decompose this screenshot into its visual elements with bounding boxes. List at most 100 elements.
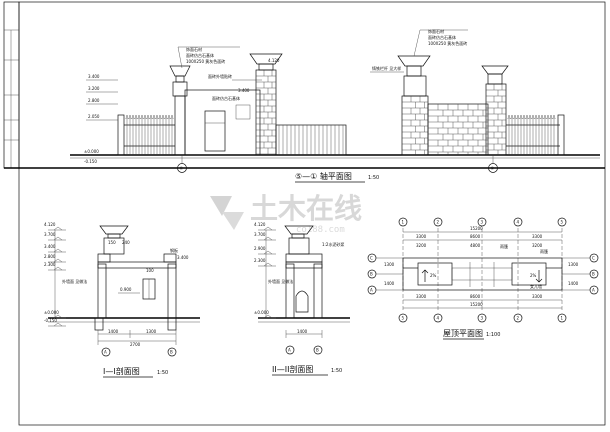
callout-text: 饰面石材 — [186, 46, 202, 52]
section-note: 钢板 — [170, 247, 178, 253]
picket-spear — [128, 114, 132, 120]
svg-text:2.800: 2.800 — [88, 98, 100, 103]
view-scale: 1:100 — [486, 332, 500, 338]
svg-text:1400: 1400 — [568, 281, 579, 286]
level-label: 2.900 — [254, 246, 266, 251]
svg-text:1400: 1400 — [384, 281, 395, 286]
svg-text:15200: 15200 — [470, 226, 483, 231]
view-scale: 1:50 — [331, 368, 342, 374]
view-title: ⑤—① 轴平面图 — [295, 171, 352, 181]
level-symbol — [53, 258, 63, 263]
axis-bubble — [513, 313, 523, 323]
level-label: 2.300 — [254, 258, 266, 263]
level-label: 4.120 — [254, 222, 266, 227]
roof-note: 雨篷 — [500, 243, 508, 249]
level-symbol — [53, 266, 63, 271]
level-symbol — [263, 314, 273, 319]
svg-text:1300: 1300 — [568, 262, 579, 267]
section-note: 3.400 — [177, 255, 189, 260]
svg-text:3.200: 3.200 — [88, 86, 100, 91]
view-scale: 1:50 — [368, 175, 379, 181]
svg-text:3.400: 3.400 — [238, 88, 250, 93]
level-label: 2.300 — [44, 262, 56, 267]
svg-text:150: 150 — [108, 240, 116, 245]
level-label: ±0.000 — [254, 310, 269, 315]
axis-label: 3 — [481, 220, 484, 225]
svg-text:3300: 3300 — [416, 234, 427, 239]
picket-spear — [543, 114, 547, 120]
picket-spear — [519, 114, 523, 120]
axis-label: B — [316, 348, 319, 353]
svg-text:-0.150: -0.150 — [84, 159, 97, 164]
picket-spear — [534, 114, 538, 120]
callout-left: 饰面石材 面砖仿古石基体 100X250 黄灰色面砖 面砖外墙贴砖 面砖仿古石基… — [177, 46, 262, 101]
level-symbol — [263, 236, 273, 241]
picket-spear — [525, 114, 529, 120]
axis-label: ⑤ — [180, 166, 184, 171]
svg-text:15200: 15200 — [470, 302, 483, 307]
level-symbol — [53, 236, 63, 241]
svg-text:100: 100 — [146, 268, 154, 273]
roof-note: 雨篷 — [540, 248, 548, 254]
view-title: I—I剖面图 — [103, 366, 140, 376]
picket-spear — [134, 114, 138, 120]
picket-spear — [149, 114, 153, 120]
left-lamp-urn — [169, 65, 191, 97]
section-note: 0.900 — [120, 287, 132, 292]
picket-spear — [531, 114, 535, 120]
svg-text:8600: 8600 — [470, 294, 481, 299]
picket-spear — [161, 114, 165, 120]
callout-text: 100X250 黄灰色面砖 — [428, 40, 467, 46]
picket-spear — [516, 114, 520, 120]
picket-spear — [152, 114, 156, 120]
axis-label: B — [592, 272, 595, 277]
view-scale: 1:50 — [157, 370, 168, 376]
picket-spear — [513, 114, 517, 120]
axis-bubble — [433, 313, 443, 323]
view-title: 屋顶平面图 — [443, 329, 483, 338]
svg-text:4800: 4800 — [470, 243, 481, 248]
picket-spear — [510, 114, 514, 120]
front-elevation: 饰面石材 面砖仿古石基体 100X250 黄灰色面砖 面砖外墙贴砖 面砖仿古石基… — [70, 28, 600, 183]
svg-text:1400: 1400 — [108, 329, 119, 334]
picket-spear — [158, 114, 162, 120]
picket-spear — [167, 114, 171, 120]
picket-spear — [528, 114, 532, 120]
picket-spear — [164, 114, 168, 120]
left-iron-fence — [117, 114, 175, 156]
svg-text:2.050: 2.050 — [88, 114, 100, 119]
picket-spear — [540, 114, 544, 120]
axis-label: B — [170, 350, 173, 355]
picket-spear — [522, 114, 526, 120]
axis-bubble — [477, 313, 487, 323]
guard-door — [204, 110, 226, 152]
right-brick-wall — [427, 103, 489, 156]
picket-spear — [549, 114, 553, 120]
svg-text:3300: 3300 — [416, 294, 427, 299]
picket-spear — [170, 114, 174, 120]
watermark-url: co188.com — [296, 225, 345, 235]
far-right-pier — [481, 65, 509, 156]
axis-bubble — [398, 217, 408, 227]
picket-spear — [131, 114, 135, 120]
svg-text:2700: 2700 — [130, 342, 141, 347]
axis-bubble — [513, 217, 523, 227]
level-symbol — [263, 262, 273, 267]
watermark-brand: 土木在线 — [250, 192, 362, 225]
callout-text: 铸铁栏杆 见大样 — [372, 65, 401, 71]
axis-label: ① — [491, 166, 495, 171]
drawing-border — [18, 1, 606, 426]
roof-note: 女儿墙 — [530, 283, 542, 289]
axis-bubble — [488, 163, 498, 173]
right-brick-pier — [397, 55, 431, 156]
axis-bubble — [398, 313, 408, 323]
svg-text:1400: 1400 — [297, 329, 308, 334]
level-label: -0.150 — [44, 318, 57, 323]
level-label: 3.400 — [44, 244, 56, 249]
axis-label: 4 — [437, 316, 440, 321]
picket-spear — [537, 114, 541, 120]
view-title: II—II剖面图 — [272, 364, 313, 374]
svg-text:3200: 3200 — [416, 243, 427, 248]
